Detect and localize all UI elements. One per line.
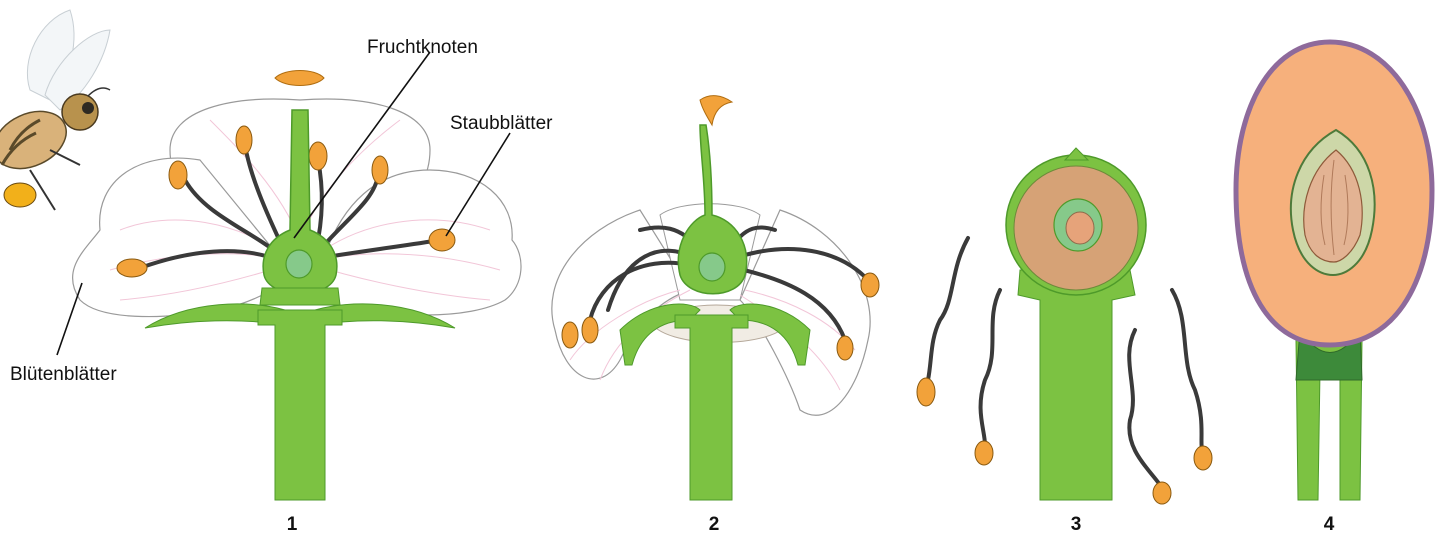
stage-number-1: 1 [287, 514, 298, 535]
label-staubblaetter: Staubblätter [450, 113, 553, 134]
bee-illustration [0, 10, 110, 210]
stage-number-3: 3 [1071, 514, 1082, 535]
flower-stage-3 [917, 148, 1212, 504]
flower-stage-2 [552, 96, 879, 500]
label-fruchtknoten: Fruchtknoten [367, 37, 478, 58]
flower-stage-4 [1236, 42, 1432, 500]
flower-stage-1 [73, 71, 521, 501]
stage-number-4: 4 [1324, 514, 1335, 535]
label-bluetenblaetter: Blütenblätter [10, 364, 117, 385]
stage-number-2: 2 [709, 514, 720, 535]
